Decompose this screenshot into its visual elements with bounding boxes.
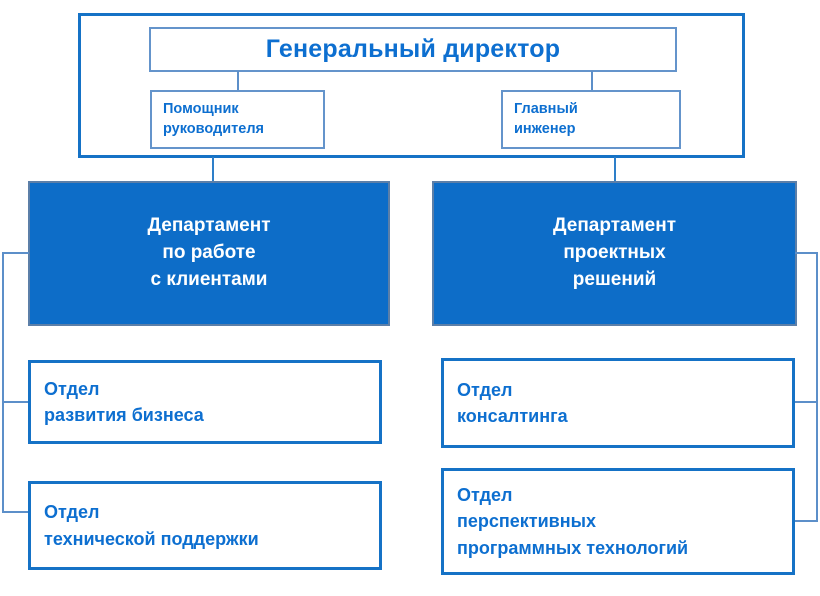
connector-stub-left-department	[2, 252, 29, 254]
node-unit-consulting[interactable]: Отдел консалтинга	[441, 358, 795, 448]
node-unit-advanced-software-technologies-label: Отдел перспективных программных технолог…	[457, 482, 688, 560]
node-department-customer-relations-label: Департамент по работе с клиентами	[147, 213, 270, 294]
node-department-design-solutions[interactable]: Департамент проектных решений	[432, 181, 797, 326]
unit-r1-line1: Отдел	[457, 379, 513, 400]
node-ceo[interactable]: Генеральный директор	[149, 27, 677, 72]
node-chief-engineer-label: Главный инженер	[514, 100, 578, 139]
node-assistant[interactable]: Помощник руководителя	[150, 90, 325, 149]
node-ceo-label: Генеральный директор	[265, 35, 561, 63]
connector-stub-right-department	[795, 252, 818, 254]
unit-r2-line1: Отдел	[457, 485, 513, 506]
dept-left-line3: с клиентами	[150, 268, 268, 290]
connector-spine-right	[816, 252, 818, 521]
node-chief-engineer[interactable]: Главный инженер	[501, 90, 681, 149]
dept-left-line1: Департамент	[147, 215, 271, 237]
connector-frame-to-department-left	[212, 157, 214, 182]
node-unit-consulting-label: Отдел консалтинга	[457, 377, 568, 429]
unit-l2-line2: технической поддержки	[44, 528, 259, 549]
dept-left-line2: по работе	[162, 242, 256, 264]
connector-ceo-to-chief-engineer	[591, 71, 593, 91]
unit-r1-line2: консалтинга	[457, 406, 568, 426]
connector-stub-right-unit-1	[793, 401, 818, 403]
connector-ceo-to-assistant	[237, 71, 239, 91]
node-department-customer-relations[interactable]: Департамент по работе с клиентами	[28, 181, 390, 326]
node-assistant-line1: Помощник	[163, 100, 239, 117]
node-unit-technical-support[interactable]: Отдел технической поддержки	[28, 481, 382, 570]
node-chief-engineer-line1: Главный	[514, 100, 578, 117]
node-department-design-solutions-label: Департамент проектных решений	[553, 213, 676, 294]
node-assistant-label: Помощник руководителя	[163, 100, 264, 139]
node-unit-business-development-label: Отдел развития бизнеса	[44, 376, 204, 428]
dept-right-line2: проектных	[563, 242, 666, 264]
node-chief-engineer-line2: инженер	[514, 120, 576, 137]
node-unit-business-development[interactable]: Отдел развития бизнеса	[28, 360, 382, 444]
node-unit-advanced-software-technologies[interactable]: Отдел перспективных программных технолог…	[441, 468, 795, 575]
dept-right-line3: решений	[572, 268, 657, 290]
dept-right-line1: Департамент	[552, 215, 676, 237]
unit-l2-line1: Отдел	[44, 502, 100, 523]
connector-stub-left-unit-1	[2, 401, 29, 403]
unit-l1-line2: развития бизнеса	[44, 405, 204, 425]
unit-l1-line1: Отдел	[44, 378, 100, 399]
connector-frame-to-department-right	[614, 157, 616, 182]
connector-spine-left	[2, 252, 4, 512]
unit-r2-line3: программных технологий	[457, 537, 689, 558]
node-assistant-line2: руководителя	[163, 120, 264, 137]
node-unit-technical-support-label: Отдел технической поддержки	[44, 499, 259, 551]
connector-stub-left-unit-2	[2, 511, 29, 513]
connector-stub-right-unit-2	[793, 520, 818, 522]
unit-r2-line2: перспективных	[457, 511, 596, 532]
